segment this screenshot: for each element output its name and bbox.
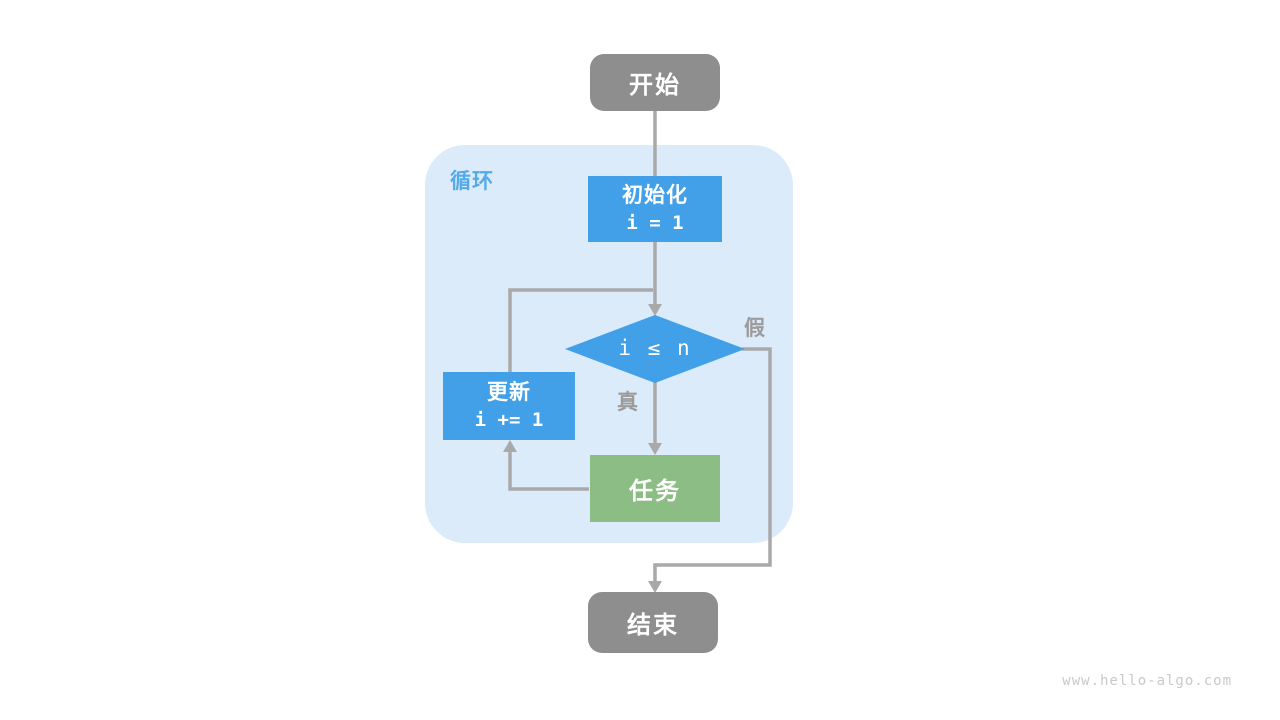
end-node: 结束 <box>588 592 718 653</box>
arrowhead-condition-top <box>648 304 662 316</box>
update-process-node: 更新 i += 1 <box>443 372 575 440</box>
arrowhead-end-top <box>648 581 662 593</box>
true-branch-label: 真 <box>617 391 638 414</box>
condition-expression: i ≤ n <box>618 336 692 361</box>
task-node-label: 任务 <box>629 478 681 505</box>
edge-task-to-update <box>508 451 589 491</box>
update-node-label: 更新 <box>487 381 531 404</box>
arrowhead-task-top <box>648 443 662 455</box>
end-node-label: 结束 <box>627 612 679 639</box>
init-process-node: 初始化 i = 1 <box>588 176 722 242</box>
edge-update-loopback <box>508 288 653 373</box>
false-branch-label: 假 <box>744 317 765 340</box>
start-node-label: 开始 <box>629 72 681 99</box>
arrowhead-update-bottom <box>503 440 517 452</box>
update-node-code: i += 1 <box>474 409 544 432</box>
site-watermark: www.hello-algo.com <box>1062 673 1232 689</box>
init-node-label: 初始化 <box>622 184 688 207</box>
start-node: 开始 <box>590 54 720 111</box>
init-node-code: i = 1 <box>626 212 684 235</box>
task-node: 任务 <box>590 455 720 522</box>
loop-label: 循环 <box>450 170 494 193</box>
edge-condition-false-to-end <box>653 347 772 582</box>
